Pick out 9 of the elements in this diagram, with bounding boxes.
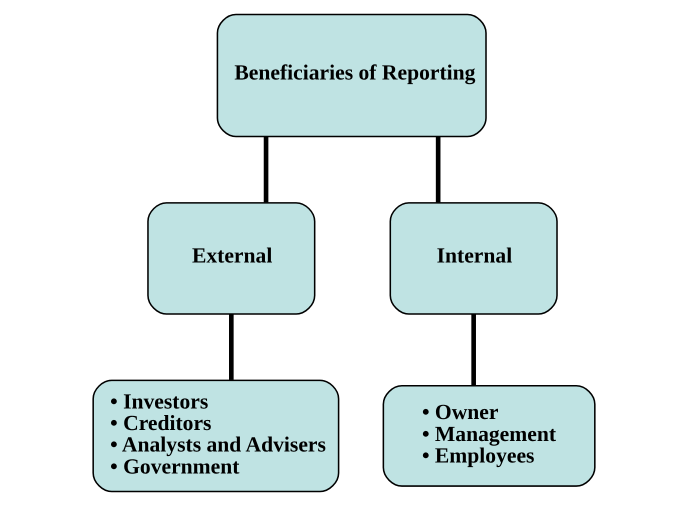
connector (263, 136, 268, 202)
node-box: Internal (389, 202, 558, 315)
connector (470, 314, 476, 386)
node-box: Beneficiaries of Reporting (216, 14, 486, 138)
connector (228, 314, 234, 380)
node-box: • Owner • Management • Employees (382, 384, 596, 487)
connector (435, 136, 440, 202)
node-box: • Investors • Creditors • Analysts and Advisers • Government (92, 380, 339, 492)
node-box: External (146, 202, 315, 315)
